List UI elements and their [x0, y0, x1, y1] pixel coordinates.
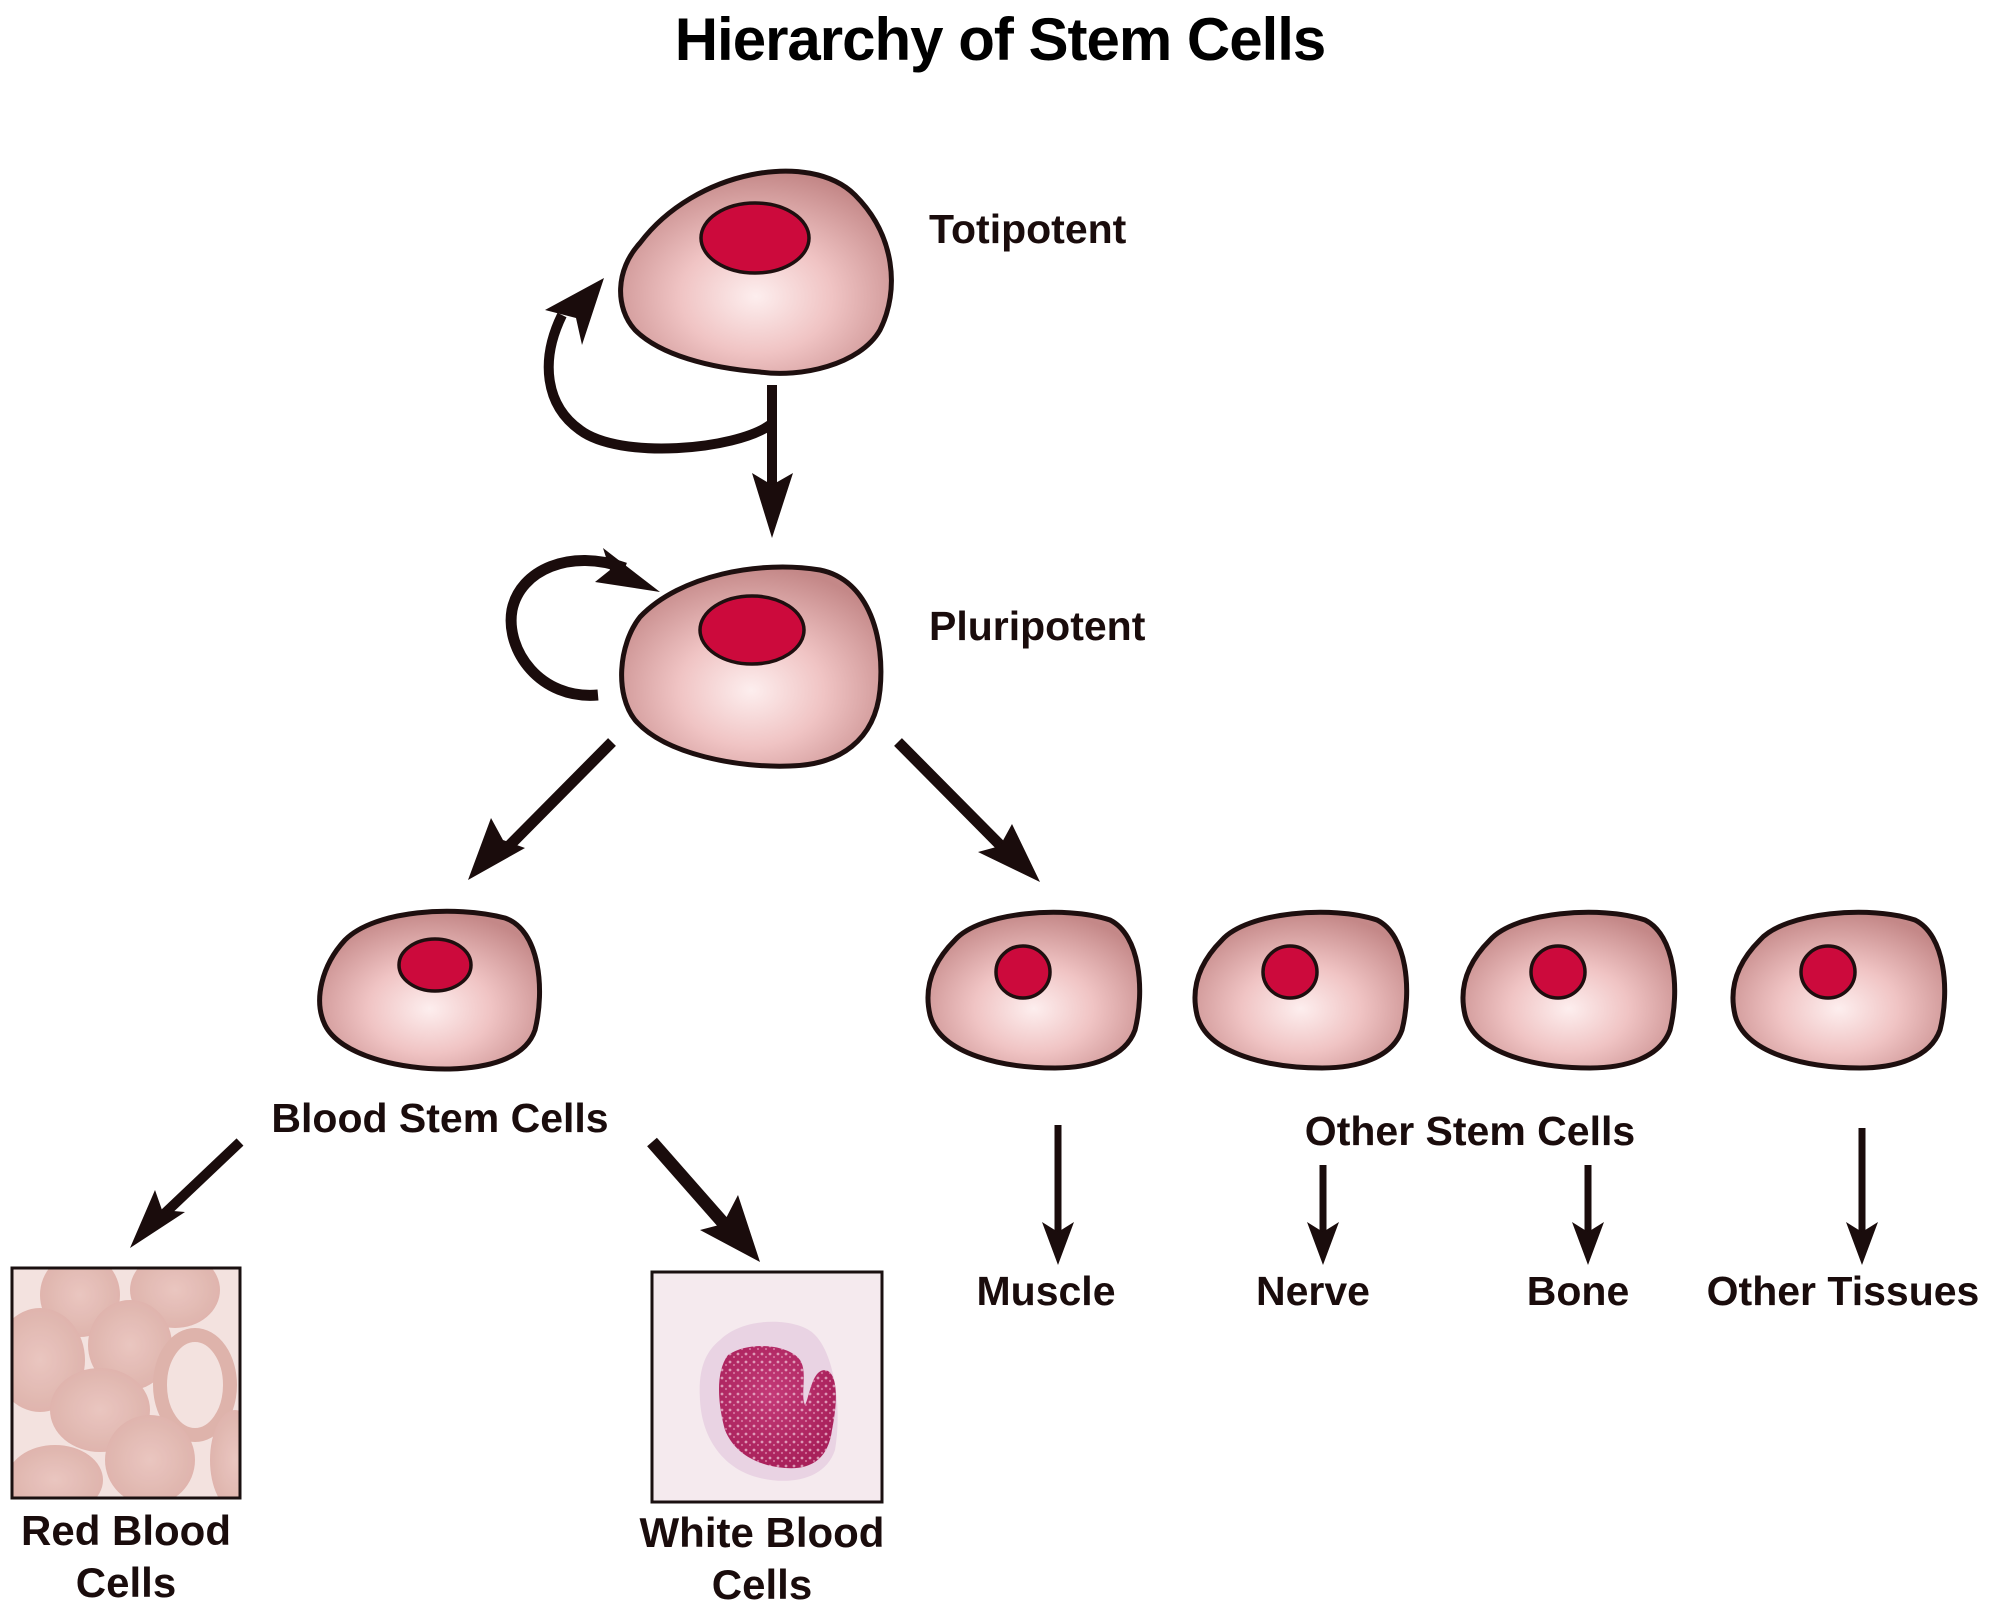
cell-nucleus	[698, 594, 806, 666]
totipotent-self-renewal-arrow	[543, 278, 773, 454]
tissue-outputs: Muscle Nerve Bone Other Tissues	[977, 1125, 1980, 1314]
pluripotent-cell	[619, 564, 884, 769]
cell-nucleus	[699, 201, 811, 275]
pluripotent-label: Pluripotent	[929, 603, 1146, 649]
other-stem-to-tissue-arrow	[1042, 1125, 1074, 1265]
other-stem-cells-label: Other Stem Cells	[1305, 1108, 1635, 1154]
pluripotent-to-blood-stem-arrow	[468, 738, 616, 880]
other-stem-cell	[1192, 909, 1410, 1071]
tissue-label: Other Tissues	[1707, 1268, 1980, 1314]
other-stem-to-tissue-arrow	[1846, 1128, 1878, 1265]
other-stem-to-tissue-arrow	[1572, 1165, 1604, 1265]
blood-stem-to-wbc-arrow	[647, 1137, 760, 1262]
cell-nucleus	[994, 944, 1052, 1000]
other-stem-cells-row	[925, 909, 1948, 1071]
diagram-title: Hierarchy of Stem Cells	[675, 6, 1326, 73]
other-stem-to-tissue-arrow	[1307, 1165, 1339, 1265]
cell-nucleus	[1261, 944, 1319, 1000]
white-blood-cells-label-line2: Cells	[712, 1561, 812, 1602]
blood-stem-to-rbc-arrow	[130, 1138, 244, 1248]
tissue-label: Nerve	[1256, 1268, 1370, 1314]
other-stem-cell	[1730, 909, 1948, 1071]
cell-nucleus	[1799, 944, 1857, 1000]
other-stem-cell	[925, 909, 1143, 1071]
cell-cytoplasm	[619, 564, 884, 769]
white-blood-cell-image	[650, 1270, 884, 1504]
totipotent-cell	[618, 168, 894, 376]
white-blood-cells-label-line1: White Blood	[640, 1509, 885, 1556]
tissue-label: Bone	[1527, 1268, 1630, 1314]
totipotent-to-pluripotent-arrow	[752, 385, 793, 538]
cell-nucleus	[397, 937, 473, 993]
pluripotent-to-other-stem-arrow	[894, 738, 1040, 882]
cell-nucleus	[1529, 944, 1587, 1000]
tissue-label: Muscle	[977, 1268, 1116, 1314]
red-blood-cells-image	[10, 1266, 242, 1500]
totipotent-label: Totipotent	[929, 206, 1127, 252]
red-blood-cells-label-line2: Cells	[76, 1559, 176, 1602]
blood-stem-cells-label: Blood Stem Cells	[271, 1095, 608, 1141]
blood-stem-cell	[317, 908, 542, 1072]
red-blood-cells-label-line1: Red Blood	[21, 1507, 231, 1554]
other-stem-cell	[1460, 909, 1678, 1071]
pluripotent-self-renewal-arrow	[505, 548, 660, 701]
